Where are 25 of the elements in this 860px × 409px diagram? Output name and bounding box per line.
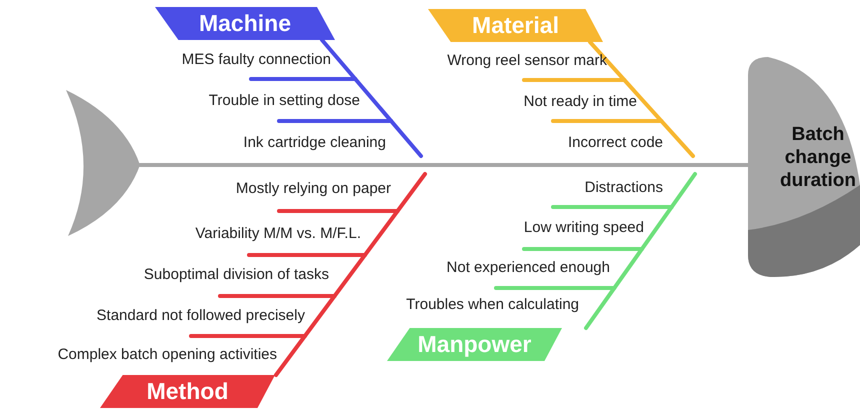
cause-label: Distractions <box>584 178 663 198</box>
bone-line <box>588 40 695 158</box>
cause-label: Not experienced enough <box>446 258 610 278</box>
cause-label: Incorrect code <box>568 133 663 153</box>
category-banner: Material <box>428 9 603 42</box>
bone-line <box>274 172 427 377</box>
cause-label: Complex batch opening activities <box>58 345 277 365</box>
cause-label: Low writing speed <box>524 218 644 238</box>
bone-line <box>584 172 697 330</box>
cause-label: Standard not followed precisely <box>96 306 305 326</box>
category-banner: Manpower <box>387 328 562 361</box>
cause-label: Not ready in time <box>524 92 637 112</box>
cause-label: Suboptimal division of tasks <box>144 265 329 285</box>
bone-line <box>320 38 423 158</box>
category-banner: Machine <box>155 7 335 40</box>
cause-label: Mostly relying on paper <box>236 179 391 199</box>
cause-label: Troubles when calculating <box>406 295 579 315</box>
cause-label: MES faulty connection <box>182 50 331 70</box>
spine-line <box>138 163 750 167</box>
cause-label: Wrong reel sensor mark <box>447 51 607 71</box>
cause-label: Variability M/M vs. M/F.L. <box>195 224 361 244</box>
cause-label: Ink cartridge cleaning <box>243 133 386 153</box>
category-banner: Method <box>100 375 275 408</box>
effect-text: Batch change duration <box>780 123 856 192</box>
cause-label: Trouble in setting dose <box>208 91 360 111</box>
